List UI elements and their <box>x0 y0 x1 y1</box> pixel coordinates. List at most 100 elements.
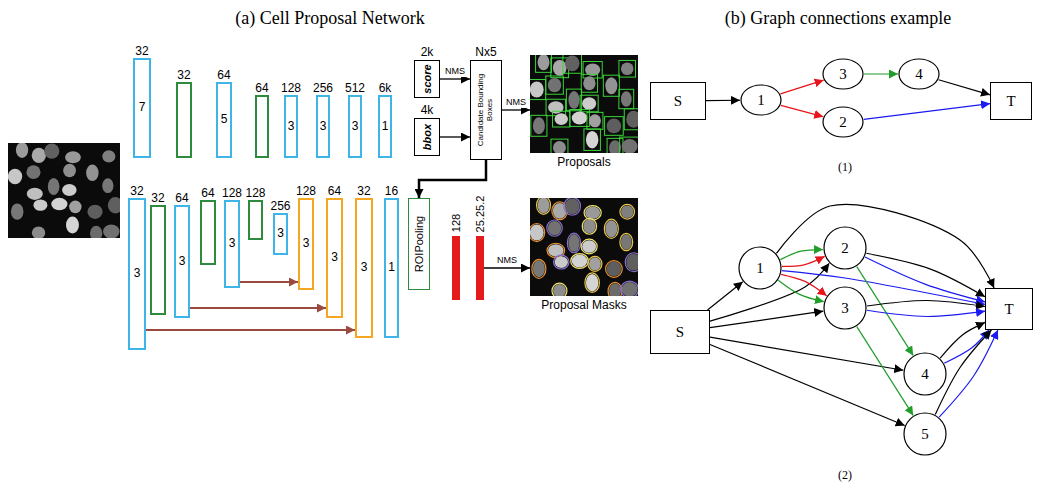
mask-outline <box>588 256 602 271</box>
connector <box>781 105 823 116</box>
size-label: 32 <box>177 69 190 82</box>
size-label: 4k <box>421 104 434 117</box>
cell <box>586 131 598 149</box>
mask-image: Proposal Masks <box>530 198 638 296</box>
connector <box>780 80 823 94</box>
candidate-box: Nx5Candidate Bounding Boxes <box>470 60 502 160</box>
mask-outline <box>567 233 580 253</box>
node-label: 3 <box>841 300 849 317</box>
size-label: 2k <box>421 46 434 59</box>
terminal-box: T <box>990 82 1032 120</box>
cell <box>102 178 113 193</box>
cell <box>8 169 22 185</box>
proposal-image: Proposals <box>530 55 638 153</box>
micrograph-ground <box>530 198 638 296</box>
cell <box>86 165 99 182</box>
node-label: 3 <box>320 120 327 133</box>
subfigure-number: (2) <box>838 468 852 483</box>
cell <box>626 254 638 271</box>
conv-layer: 323 <box>128 198 146 350</box>
proposal-box <box>531 115 547 136</box>
graph-node: 4 <box>903 352 947 396</box>
mask-outline <box>585 273 599 293</box>
box-label: ROIPooling <box>413 201 425 287</box>
cell <box>548 101 564 113</box>
size-label: 128 <box>296 185 316 198</box>
node-ellipse <box>824 287 866 329</box>
connector <box>939 330 998 417</box>
cell <box>621 62 634 75</box>
proposal-box <box>581 74 597 92</box>
mask-outline <box>608 282 622 296</box>
size-label: 25.25.2 <box>474 195 486 232</box>
connector <box>502 109 530 110</box>
node-label: 4 <box>921 366 929 383</box>
cell <box>555 256 568 268</box>
conv-layer: 5123 <box>348 95 362 158</box>
connector <box>780 250 823 260</box>
cell <box>626 111 638 128</box>
cell <box>622 139 638 153</box>
terminal-box: S <box>650 310 710 354</box>
connector <box>866 253 985 297</box>
proposal-box <box>620 137 638 153</box>
node-label: 3 <box>134 267 141 280</box>
cell <box>553 284 566 296</box>
cell <box>583 76 595 90</box>
cell <box>102 150 115 162</box>
box-label: bbox <box>421 121 433 153</box>
cell <box>585 207 600 219</box>
proposal-box <box>536 55 552 72</box>
proposal-box <box>566 89 581 111</box>
size-label: 16 <box>385 185 398 198</box>
connector <box>419 160 486 198</box>
node-ellipse <box>823 107 863 137</box>
cell <box>103 225 119 238</box>
mask-outline <box>581 239 597 254</box>
cell <box>621 234 632 249</box>
size-label: 32 <box>357 185 370 198</box>
conv-layer: 327 <box>133 58 151 158</box>
panel-heading: (a) Cell Proposal Network <box>235 8 424 29</box>
node-label: 2 <box>841 240 849 257</box>
proposal-box <box>584 129 600 151</box>
connector <box>781 274 827 295</box>
mask-outline <box>604 219 618 238</box>
connector <box>782 256 825 266</box>
mask-outline <box>564 198 581 215</box>
node-ellipse <box>899 59 939 89</box>
output-box: 2kscore <box>414 60 440 98</box>
node-label: 3 <box>331 251 338 264</box>
proposal-box <box>619 89 634 108</box>
connector <box>440 78 470 79</box>
node-label: 1 <box>756 260 764 277</box>
mask-outline <box>620 204 635 219</box>
edge-label: NMS <box>444 67 466 77</box>
proposal-box <box>619 60 636 77</box>
proposal-box <box>546 99 566 115</box>
cell <box>605 77 617 94</box>
conv-layer: 2563 <box>316 95 330 158</box>
cell <box>548 78 562 92</box>
proposal-box <box>603 75 619 96</box>
size-label: 32 <box>135 45 148 58</box>
mask-outline <box>582 218 596 234</box>
connector <box>867 300 985 306</box>
micrograph <box>530 55 638 153</box>
cell <box>44 143 59 158</box>
cell <box>622 282 638 296</box>
connector <box>708 282 743 310</box>
node-label: 1 <box>757 92 765 109</box>
edge-label: NMS <box>505 98 527 108</box>
pool-layer: 32 <box>176 82 192 158</box>
cell <box>582 97 596 110</box>
cell <box>530 225 544 241</box>
node-label: 3 <box>839 66 847 83</box>
proposal-box <box>551 139 568 153</box>
node-ellipse <box>741 85 781 115</box>
cell <box>565 55 580 71</box>
output-box: 4kbbox <box>414 118 440 156</box>
node-label: 3 <box>277 227 284 240</box>
cell <box>90 226 102 238</box>
mask-outline <box>621 281 638 296</box>
